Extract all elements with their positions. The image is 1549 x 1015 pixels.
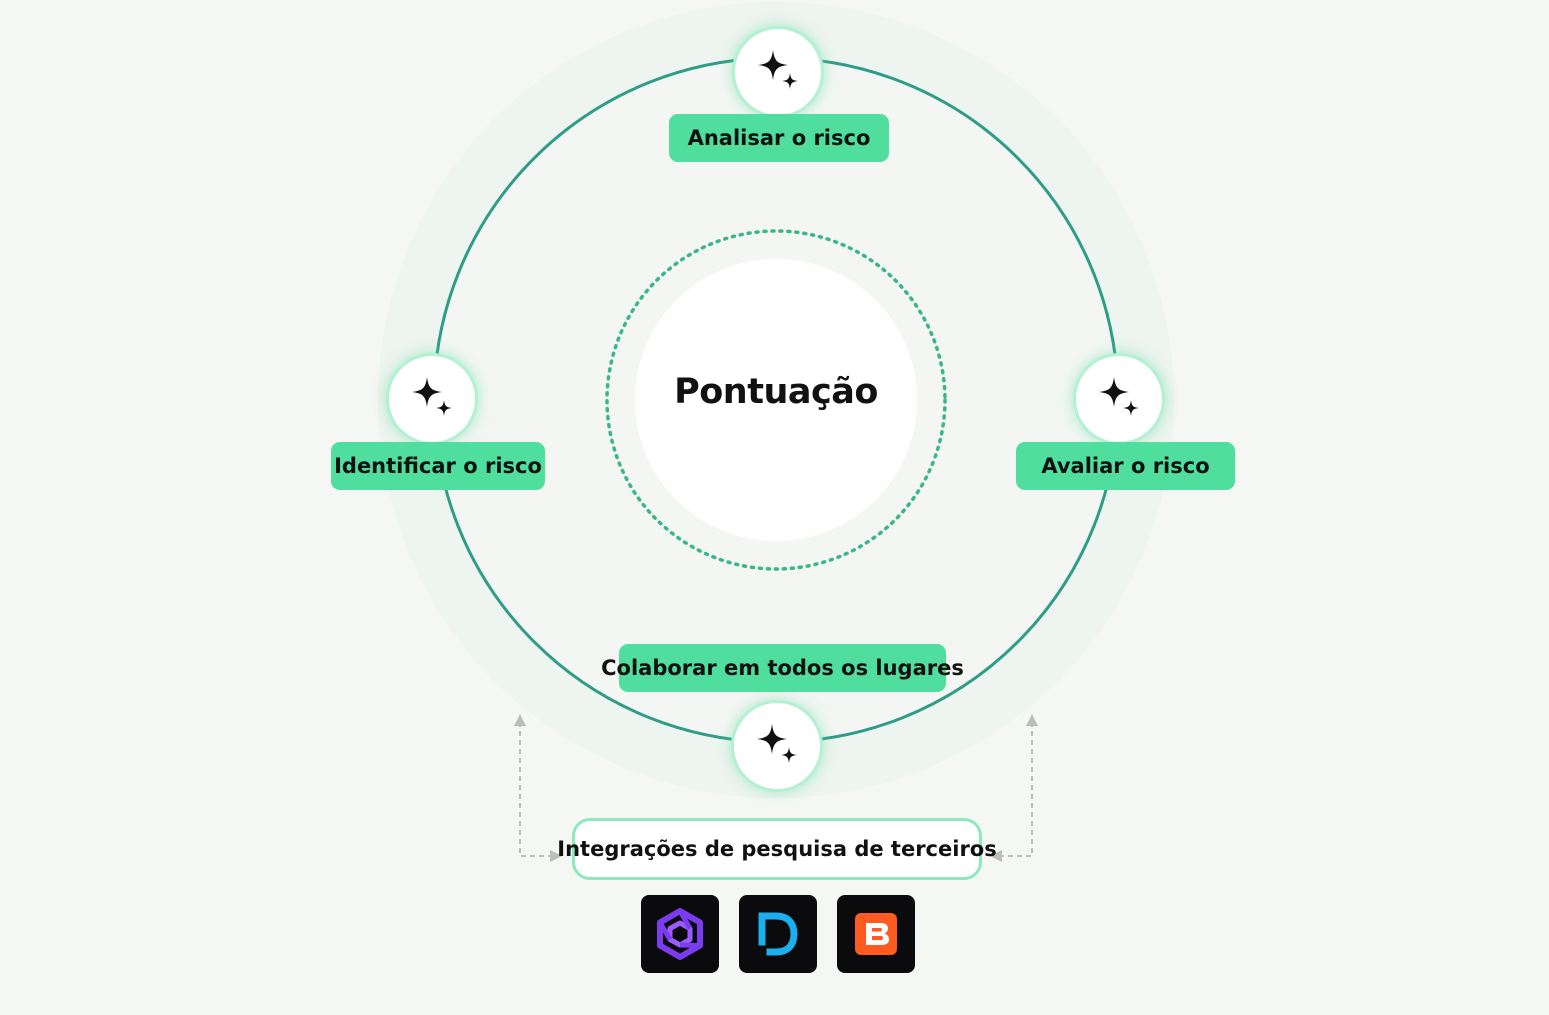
sparkle-icon	[758, 50, 798, 89]
right-arrowhead-up	[1026, 714, 1038, 726]
d-logo-icon	[758, 912, 798, 956]
sparkle-icon	[757, 724, 797, 763]
left-arrowhead-right	[550, 850, 562, 862]
score-label: Pontuação	[674, 372, 878, 412]
right-arrowhead-left	[990, 850, 1002, 862]
integrations-label: Integrações de pesquisa de terceiros	[557, 818, 997, 880]
left-connector-arrow	[519, 722, 552, 857]
sparkle-icon	[1099, 377, 1139, 416]
step-label-evaluate: Avaliar o risco	[1016, 442, 1235, 490]
purple-hexagon-logo	[641, 895, 719, 973]
hexagon-logo-icon	[657, 908, 703, 960]
score-circle	[635, 259, 917, 541]
sparkle-icon	[412, 377, 452, 416]
blue-d-logo	[739, 895, 817, 973]
b-logo-icon	[855, 913, 897, 955]
left-arrowhead-up	[514, 714, 526, 726]
step-node-right	[1073, 353, 1165, 445]
step-node-bottom	[731, 700, 823, 792]
orange-b-logo	[837, 895, 915, 973]
step-node-left	[386, 353, 478, 445]
step-node-top	[732, 26, 824, 118]
right-connector-arrow	[1000, 722, 1033, 857]
step-label-identify: Identificar o risco	[331, 442, 545, 490]
step-label-collaborate: Colaborar em todos os lugares	[601, 644, 964, 692]
score-dotted-ring	[605, 229, 947, 571]
step-label-analyze: Analisar o risco	[669, 114, 889, 162]
